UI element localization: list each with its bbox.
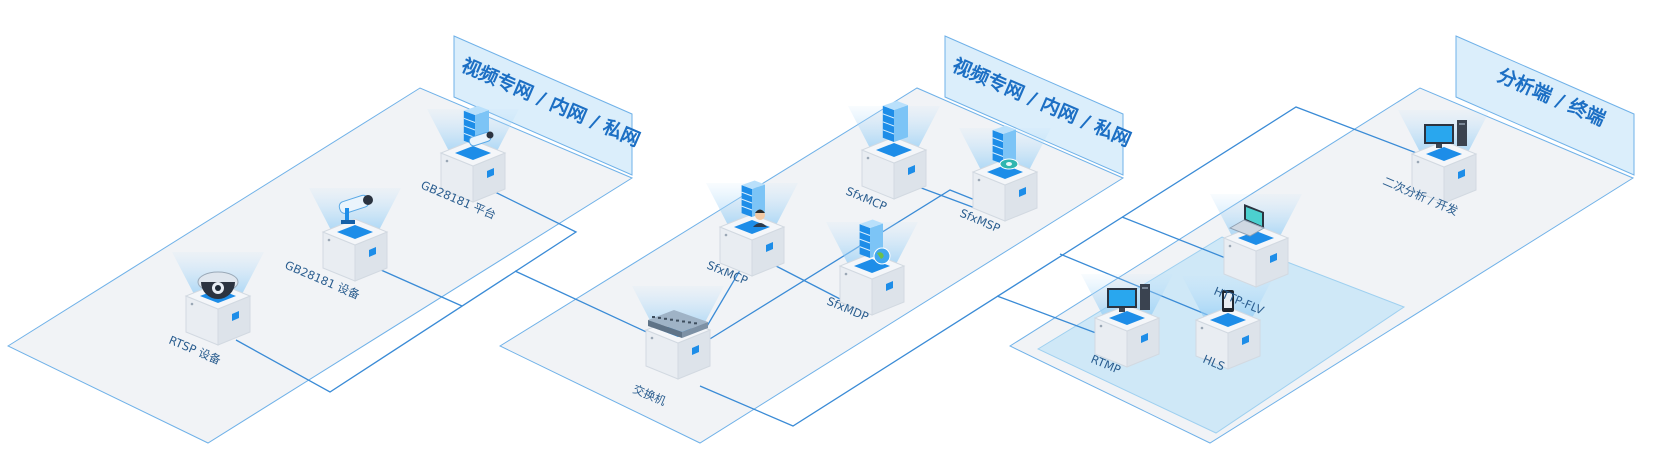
server-camera-icon: [463, 105, 494, 147]
node-cube-port: [908, 165, 915, 175]
node-cube-led: [1228, 244, 1232, 248]
link-sfxmcp2-sfxmsp: [915, 185, 976, 209]
zone-2-sign-board: [944, 35, 1124, 176]
link-sfxmcp1-sfxmdp: [775, 265, 843, 301]
node-cube-led: [1416, 160, 1420, 164]
dome-camera-icon: [197, 271, 239, 299]
link-rtmp: [996, 295, 1113, 340]
server-icon: [882, 100, 908, 142]
laptop-icon: [1228, 204, 1266, 237]
bullet-camera-icon: [338, 194, 373, 224]
server-operator-icon: [741, 180, 767, 227]
node-cube-led: [1099, 324, 1103, 328]
node-cube-port: [1019, 187, 1026, 197]
node-cube-port: [369, 247, 376, 257]
zone-2: 视频专网 / 内网 / 私网: [498, 35, 1135, 444]
node-cube-port: [232, 311, 239, 321]
node-cube-hole: [337, 225, 373, 239]
node-sfxmsp[interactable]: SfxMSP: [958, 125, 1051, 236]
link-switch-trunk: [699, 106, 1441, 427]
node-cube-led: [866, 156, 870, 160]
node-cube-port: [692, 345, 699, 355]
node-gb-device[interactable]: GB28181 设备: [283, 188, 401, 302]
node-cube-port: [1458, 169, 1465, 179]
network-switch-icon: [648, 310, 708, 338]
link-rtsp-platform: [235, 191, 578, 393]
node-rtsp[interactable]: RTSP 设备: [167, 252, 264, 367]
link-zone1-switch: [514, 270, 656, 337]
node-cube-led: [1200, 326, 1204, 330]
zone-1-platform: [6, 87, 634, 444]
link-gbdevice-zone: [371, 265, 463, 307]
desktop-computer-icon: [1107, 284, 1150, 312]
node-cube-led: [724, 233, 728, 237]
server-globe-icon: [859, 219, 891, 265]
node-cube-led: [190, 302, 194, 306]
zone-1-sign-board: [453, 35, 633, 176]
zone-3: 分析端 / 终端: [1008, 35, 1635, 444]
node-cube-hole: [455, 146, 491, 160]
zone-3-sign-board: [1455, 35, 1635, 176]
node-cube-port: [1270, 253, 1277, 263]
node-rtmp[interactable]: RTMP: [1081, 274, 1173, 377]
node-cube-port: [886, 281, 893, 291]
node-cube-led: [844, 272, 848, 276]
node-cube-hole: [1210, 313, 1246, 327]
node-cube-hole: [876, 143, 912, 157]
node-cube-port: [1242, 335, 1249, 345]
node-cube-led: [650, 336, 654, 340]
node-hls[interactable]: HLS: [1182, 276, 1274, 373]
mobile-phone-icon: [1222, 290, 1234, 312]
node-analysis[interactable]: 二次分析 / 开发: [1381, 110, 1490, 218]
node-cube-led: [977, 178, 981, 182]
node-cube-hole: [1426, 147, 1462, 161]
server-disk-icon: [992, 125, 1019, 170]
node-cube-port: [766, 242, 773, 252]
node-cube-led: [445, 159, 449, 163]
desktop-computer-icon: [1424, 120, 1467, 148]
node-cube-led: [327, 238, 331, 242]
node-cube-port: [1141, 333, 1148, 343]
node-cube-hole: [1109, 311, 1145, 325]
node-cube-port: [487, 168, 494, 178]
node-sfxmdp[interactable]: SfxMDP: [825, 219, 918, 324]
node-beam: [309, 188, 401, 234]
